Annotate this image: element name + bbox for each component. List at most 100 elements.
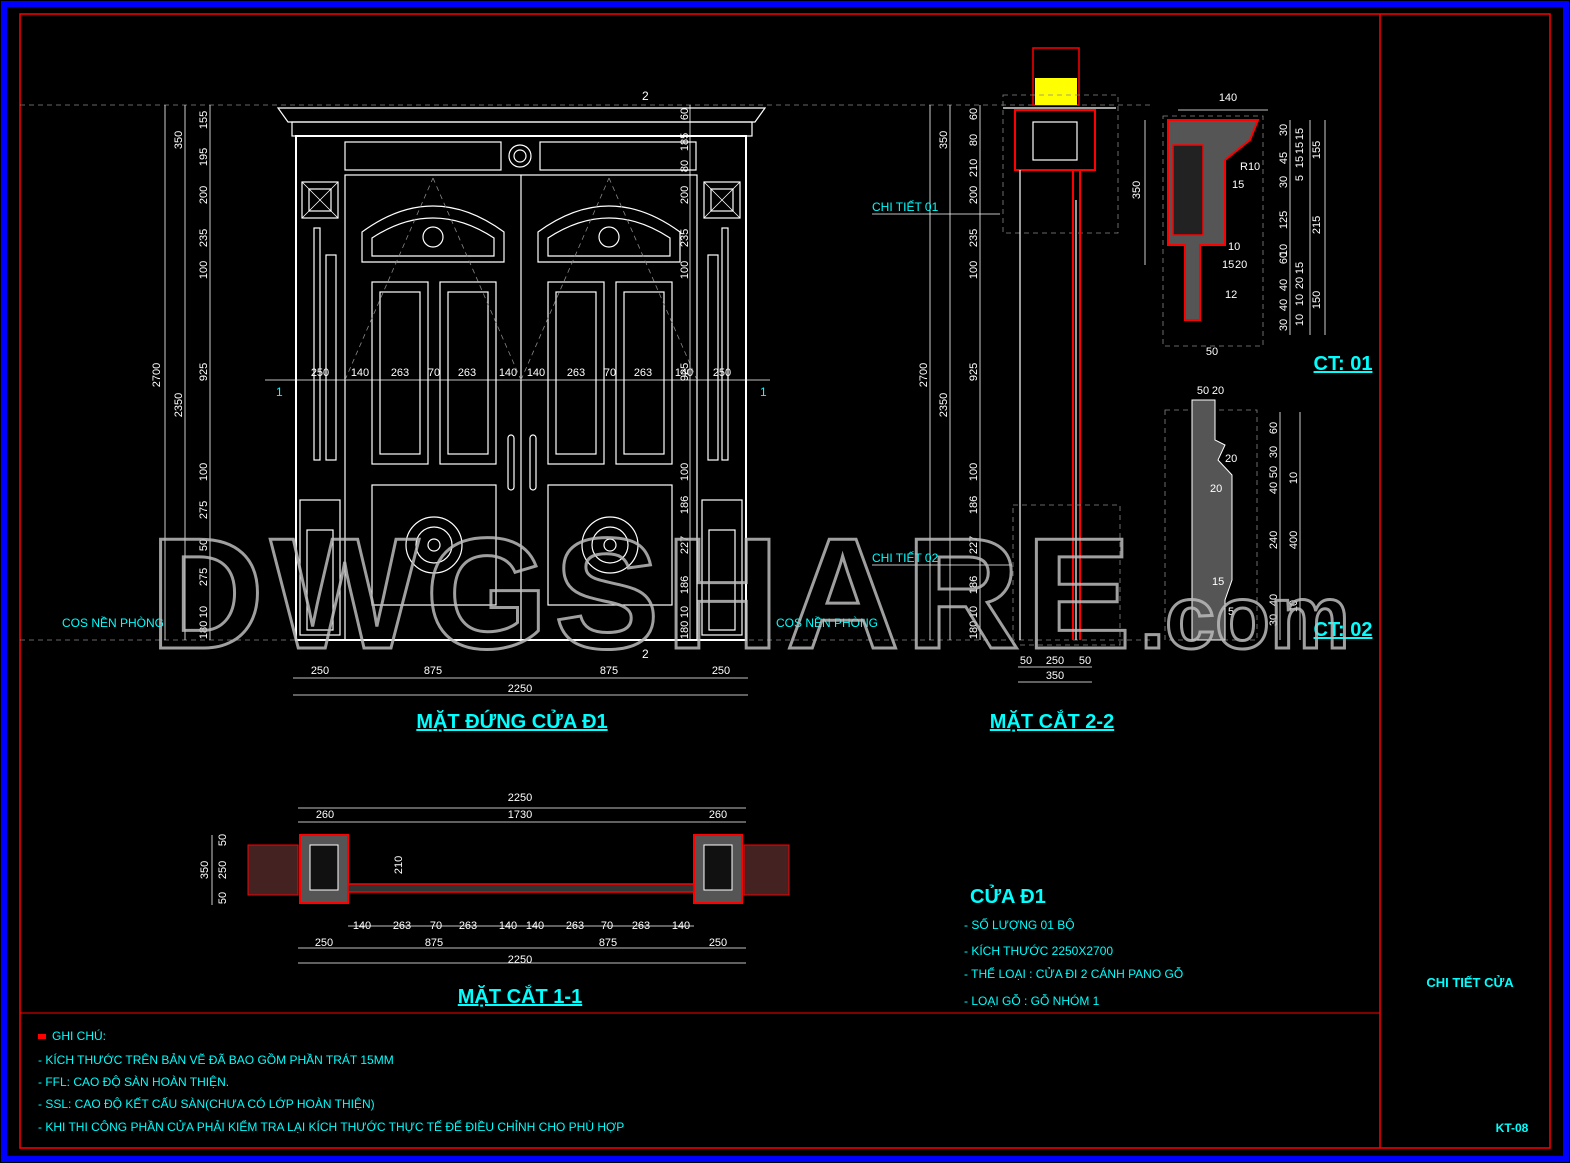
svg-text:40: 40 xyxy=(1278,299,1290,311)
svg-text:186: 186 xyxy=(968,496,980,514)
svg-text:12: 12 xyxy=(1225,289,1237,301)
svg-text:70: 70 xyxy=(428,367,440,379)
svg-text:250: 250 xyxy=(712,665,730,677)
svg-text:180: 180 xyxy=(968,621,980,639)
lintel-yellow xyxy=(1035,78,1077,105)
svg-text:263: 263 xyxy=(391,367,409,379)
svg-text:10: 10 xyxy=(1294,314,1306,326)
detail01-label: CT: 01 xyxy=(1314,353,1373,375)
svg-text:875: 875 xyxy=(600,665,618,677)
svg-text:R10: R10 xyxy=(1240,161,1260,173)
elevation-dimensions: 2700 350 2350 155 195 200 235 100 925 10… xyxy=(62,89,767,733)
svg-text:45: 45 xyxy=(1278,152,1290,164)
svg-text:140: 140 xyxy=(1219,92,1237,104)
svg-text:1730: 1730 xyxy=(508,809,532,821)
svg-text:125: 125 xyxy=(1278,211,1290,229)
svg-text:70: 70 xyxy=(430,920,442,932)
callout-detail-02: CHI TIẾT 02 xyxy=(872,550,939,565)
svg-text:925: 925 xyxy=(198,363,210,381)
notes-header: GHI CHÚ: xyxy=(52,1028,106,1043)
right-arch-panel xyxy=(537,205,681,263)
svg-text:875: 875 xyxy=(599,937,617,949)
svg-text:50: 50 xyxy=(217,892,229,904)
svg-text:250: 250 xyxy=(709,937,727,949)
door-elevation xyxy=(265,107,770,641)
svg-text:263: 263 xyxy=(459,920,477,932)
sheet-number: KT-08 xyxy=(1496,1121,1529,1135)
svg-text:210: 210 xyxy=(393,856,405,874)
section-2-2: 2700 350 2350 60 80 210 200 235 100 925 … xyxy=(776,47,1121,733)
spec-item: - THỂ LOẠI : CỬA ĐI 2 CÁNH PANO GỖ xyxy=(964,966,1183,981)
svg-text:200: 200 xyxy=(679,186,691,204)
svg-text:40: 40 xyxy=(1268,482,1280,494)
svg-text:140: 140 xyxy=(675,367,693,379)
section-mark-bottom: 2 xyxy=(642,647,649,661)
left-lower-rosette xyxy=(405,516,463,574)
svg-text:227: 227 xyxy=(968,536,980,554)
section22-title: MẶT CẮT 2-2 xyxy=(990,709,1114,733)
svg-text:10: 10 xyxy=(1288,600,1300,612)
svg-text:875: 875 xyxy=(424,665,442,677)
svg-text:260: 260 xyxy=(709,809,727,821)
spec-title: CỬA Đ1 xyxy=(970,884,1046,908)
svg-text:20: 20 xyxy=(1235,259,1247,271)
svg-text:20: 20 xyxy=(1294,277,1306,289)
svg-text:10: 10 xyxy=(1228,241,1240,253)
svg-text:15: 15 xyxy=(1232,179,1244,191)
svg-text:195: 195 xyxy=(198,148,210,166)
note-item: - SSL: CAO ĐỘ KẾT CẤU SÀN(CHƯA CÓ LỚP HO… xyxy=(38,1096,375,1111)
svg-text:100: 100 xyxy=(198,261,210,279)
svg-text:140: 140 xyxy=(353,920,371,932)
watermark-main: DWGSHARE xyxy=(150,506,1137,682)
section-mark-right: 1 xyxy=(760,385,767,399)
detail01-dims-a: 30 15 15 45 15 30 125 10 15 20 60 40 40 … xyxy=(1278,124,1323,331)
svg-text:50: 50 xyxy=(1020,655,1032,667)
svg-text:263: 263 xyxy=(567,367,585,379)
svg-text:263: 263 xyxy=(634,367,652,379)
svg-text:260: 260 xyxy=(316,809,334,821)
svg-text:50: 50 xyxy=(1268,466,1280,478)
svg-text:70: 70 xyxy=(601,920,613,932)
svg-text:2700: 2700 xyxy=(918,363,930,387)
section-1-1: 2250 260 1730 260 350 50 250 50 210 140 … xyxy=(199,792,790,1008)
floor-label-section: COS NỀN PHÒNG xyxy=(776,615,878,630)
svg-text:30: 30 xyxy=(1268,446,1280,458)
svg-text:155: 155 xyxy=(198,111,210,129)
watermark: DWGSHARE .com xyxy=(149,505,1352,684)
svg-text:50: 50 xyxy=(1206,346,1218,358)
svg-text:250: 250 xyxy=(1046,655,1064,667)
transom-rosette xyxy=(508,144,532,168)
svg-text:5: 5 xyxy=(1294,175,1306,181)
svg-text:2350: 2350 xyxy=(173,393,185,417)
svg-text:140: 140 xyxy=(351,367,369,379)
drawing-name: CHI TIẾT CỬA xyxy=(1426,975,1514,990)
spec-item: - LOẠI GỖ : GỖ NHÓM 1 xyxy=(964,993,1100,1008)
note-item: - KHI THI CÔNG PHẦN CỬA PHẢI KIỂM TRA LẠ… xyxy=(38,1119,624,1134)
left-handle xyxy=(507,434,515,491)
svg-text:15: 15 xyxy=(1294,156,1306,168)
svg-text:60: 60 xyxy=(1278,252,1290,264)
svg-text:140: 140 xyxy=(526,920,544,932)
door-leaf-section xyxy=(347,883,695,893)
svg-text:150: 150 xyxy=(1311,291,1323,309)
svg-text:20: 20 xyxy=(1225,453,1237,465)
callout-detail-01: CHI TIẾT 01 xyxy=(872,199,939,214)
svg-text:250: 250 xyxy=(311,367,329,379)
svg-text:350: 350 xyxy=(1046,670,1064,682)
svg-text:30: 30 xyxy=(1278,124,1290,136)
svg-text:15: 15 xyxy=(1212,576,1224,588)
svg-text:60: 60 xyxy=(968,108,980,120)
svg-text:60: 60 xyxy=(679,108,691,120)
svg-text:210: 210 xyxy=(968,159,980,177)
svg-text:50: 50 xyxy=(1197,385,1209,397)
svg-text:70: 70 xyxy=(604,367,616,379)
svg-text:350: 350 xyxy=(938,131,950,149)
svg-text:155: 155 xyxy=(1311,141,1323,159)
elevation-title: MẶT ĐỨNG CỬA Đ1 xyxy=(416,709,607,733)
svg-text:925: 925 xyxy=(679,363,691,381)
svg-text:185: 185 xyxy=(679,133,691,151)
svg-text:15: 15 xyxy=(1294,142,1306,154)
spec-item: - SỐ LƯỢNG 01 BỘ xyxy=(964,917,1075,932)
svg-text:5: 5 xyxy=(1228,606,1234,618)
